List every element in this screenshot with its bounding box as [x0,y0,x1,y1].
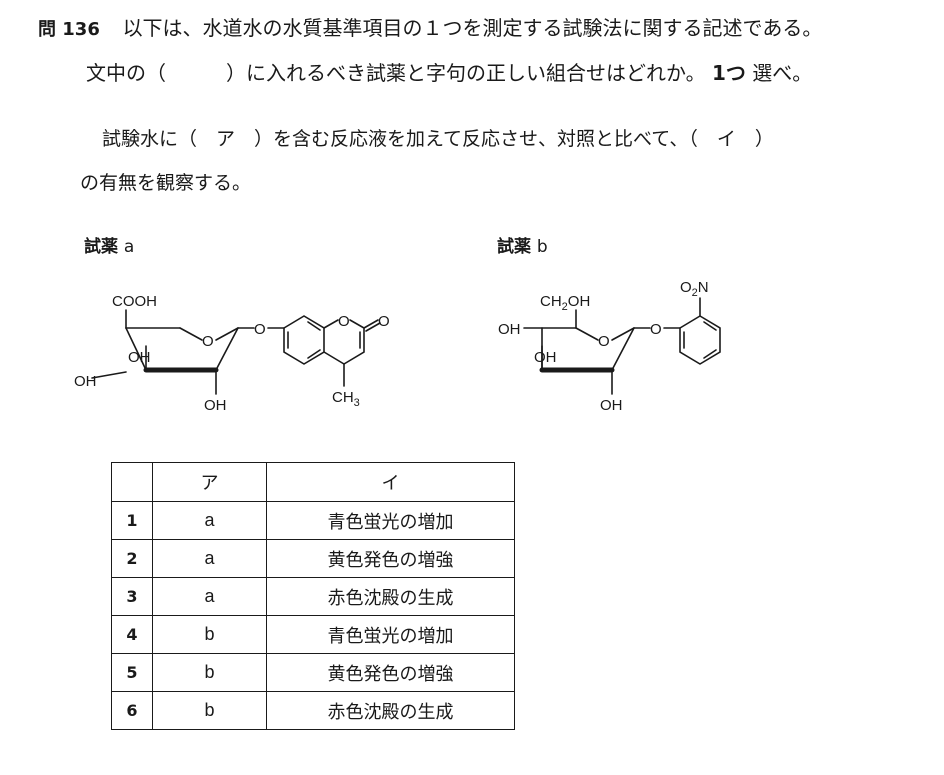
row-reagent: a [152,539,267,578]
table-row: 6 b 赤色沈殿の生成 [111,691,515,730]
ring-a-left-bond [125,327,147,371]
row-reagent: a [152,577,267,616]
ring-b-o-bond-left [575,327,599,341]
carbonyl-o-label: O [378,313,390,330]
oh1-label-b: OH [498,321,521,338]
row-reagent: b [152,653,267,692]
reagent-b-label-text: 試薬 [497,237,531,257]
ring-a-right-bond [215,327,239,371]
question-text-1: 以下は、水道水の水質基準項目の１つを測定する試験法に関する記述である。 [122,16,823,40]
benzene-double-bonds [287,321,321,359]
row-observation: 黄色発色の増強 [266,653,515,692]
oh2-label-b: OH [534,349,557,366]
ring-b-o-bond-right [611,327,635,341]
statement-line-1: 試験水に（ ア ）を含む反応液を加えて反応させ、対照と比べて、（ イ ） [102,128,774,150]
table-row: 1 a 青色蛍光の増加 [111,501,515,540]
oh3-label-b: OH [600,397,623,414]
lactone-o-bond-1 [323,319,339,329]
aryl-o-label: O [254,321,266,338]
benzene-double-bonds-b [683,321,717,359]
table-row: 2 a 黄色発色の増強 [111,539,515,578]
ring-b-right-bond [611,327,635,371]
row-reagent: b [152,691,267,730]
oh1-label: OH [74,373,97,390]
carbonyl-bond [363,319,379,329]
row-observation: 赤色沈殿の生成 [266,577,515,616]
table-header-num [111,462,153,502]
question-text-2a: 文中の（ ）に入れるべき試薬と字句の正しい組合せはどれか。 [86,61,706,85]
ring-a-o-bond-right [215,327,239,341]
ring-a-o-label: O [202,333,214,350]
row-observation: 青色蛍光の増加 [266,501,515,540]
ch3-label: CH3 [332,389,360,409]
ring-a-oh-bond [91,371,127,379]
table-header-a: ア [152,462,267,502]
benzene-ring-b [679,315,721,365]
question-line-2: 文中の（ ）に入れるべき試薬と字句の正しい組合せはどれか。 1つ 選べ。 [86,61,812,85]
row-reagent: a [152,501,267,540]
row-number: 3 [111,577,153,616]
row-observation: 黄色発色の増強 [266,539,515,578]
row-number: 1 [111,501,153,540]
lactone-o-label: O [338,313,350,330]
cooh-label: COOH [112,293,157,310]
reagent-a-letter: a [123,237,135,257]
question-text-2c: 選べ。 [752,61,813,85]
question-number: 問 136 [38,19,100,40]
row-observation: 青色蛍光の増加 [266,615,515,654]
question-line-1: 問 136 以下は、水道水の水質基準項目の１つを測定する試験法に関する記述である… [38,16,822,42]
reagent-b-letter: b [536,237,548,257]
benzene-ring-a [283,315,325,365]
ring-b-o-label: O [598,333,610,350]
reagent-a-label: 試薬 a [84,232,134,257]
question-count: 1つ [711,61,746,85]
table-header-i: イ [266,462,515,502]
ch2oh-label: CH2OH [540,293,590,313]
reagent-a-structure: COOH O OH OH OH O O O CH3 [74,293,390,414]
row-observation: 赤色沈殿の生成 [266,691,515,730]
answer-table: ア イ 1 a 青色蛍光の増加 2 a 黄色発色の増強 3 a 赤色沈殿の生成 … [111,462,515,730]
row-number: 4 [111,615,153,654]
table-row: 4 b 青色蛍光の増加 [111,615,515,654]
oh2-label: OH [128,349,151,366]
row-number: 6 [111,691,153,730]
table-row: 3 a 赤色沈殿の生成 [111,577,515,616]
statement-line-2: の有無を観察する。 [80,172,252,194]
row-number: 2 [111,539,153,578]
reagent-a-label-text: 試薬 [84,237,118,257]
carbonyl-double-bond [365,322,381,332]
row-number: 5 [111,653,153,692]
ring-a-o-bond-left [179,327,203,341]
oh3-label: OH [204,397,227,414]
reagent-b-label: 試薬 b [497,232,548,257]
reagent-b-structure: CH2OH O OH OH OH O O2N [498,279,721,414]
row-reagent: b [152,615,267,654]
table-row: 5 b 黄色発色の増強 [111,653,515,692]
aryl-o-label-b: O [650,321,662,338]
no2-label: O2N [680,279,709,299]
lactone-ring [323,319,365,365]
table-header-row: ア イ [111,462,515,502]
